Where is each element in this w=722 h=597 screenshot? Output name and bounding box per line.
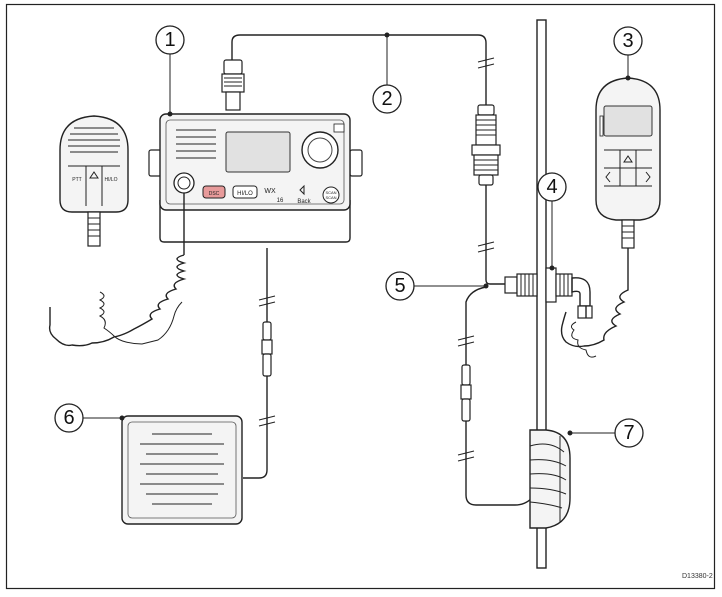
handset-socket: [173, 172, 195, 194]
callout-7: 7: [567, 418, 644, 448]
hilo-button[interactable]: HI/LO: [232, 185, 258, 199]
svg-text:7: 7: [623, 422, 634, 444]
radio-display: [225, 131, 291, 173]
svg-text:DSC: DSC: [209, 191, 220, 197]
external-speaker: [121, 415, 243, 525]
callout-3: 3: [613, 26, 643, 81]
speaker-inline-connector: [261, 321, 273, 377]
svg-text:SCAN: SCAN: [325, 195, 336, 200]
mount-cable: [465, 286, 533, 506]
left-handset-grille: [68, 127, 120, 153]
ch16-button[interactable]: 16: [277, 198, 284, 204]
back-button[interactable]: Back: [297, 184, 312, 205]
mounting-bracket: [159, 200, 351, 243]
callout-2: 2: [372, 32, 402, 114]
wx-button[interactable]: WX: [264, 188, 276, 195]
extension-cable: [231, 34, 487, 105]
bulkhead-connector: [504, 267, 593, 319]
radio-top-connector: [221, 59, 245, 111]
svg-text:PTT: PTT: [72, 177, 81, 183]
distress-button[interactable]: DSC: [202, 185, 226, 199]
svg-text:HI/LO: HI/LO: [104, 177, 117, 183]
base-station-radio: DSC HI/LO WX 16 Back SCAN SCAN: [148, 113, 363, 243]
svg-text:1: 1: [164, 29, 175, 51]
speaker-cable: [243, 248, 268, 479]
remote-handset[interactable]: [595, 77, 661, 249]
extension-connector-pair: [471, 104, 501, 186]
callout-6: 6: [54, 403, 125, 433]
svg-text:2: 2: [381, 88, 392, 110]
svg-text:4: 4: [546, 176, 557, 198]
svg-text:3: 3: [622, 30, 633, 52]
callout-4: 4: [537, 172, 567, 271]
channel-knob[interactable]: [301, 131, 339, 169]
svg-text:16: 16: [277, 198, 284, 204]
remote-handset-display: [603, 105, 653, 137]
svg-text:WX: WX: [264, 188, 276, 195]
handset-wall-mount: [529, 429, 571, 529]
svg-text:SCAN: SCAN: [325, 190, 336, 195]
svg-text:5: 5: [394, 275, 405, 297]
left-handset-cord: [48, 193, 187, 347]
remote-handset-cord: [560, 248, 629, 348]
callout-1: 1: [155, 25, 185, 117]
radio-speaker-grille: [176, 129, 216, 159]
callout-5: 5: [385, 271, 489, 301]
svg-text:Back: Back: [297, 199, 311, 205]
external-speaker-grille: [140, 433, 224, 505]
left-handset[interactable]: PTT HI/LO: [59, 115, 129, 247]
svg-text:6: 6: [63, 407, 74, 429]
scan-button[interactable]: SCAN SCAN: [322, 186, 340, 204]
diagram-border: [5, 3, 716, 590]
figure-reference: D13380-2: [682, 573, 713, 580]
svg-text:HI/LO: HI/LO: [237, 191, 253, 197]
mount-inline-connector: [460, 364, 472, 422]
